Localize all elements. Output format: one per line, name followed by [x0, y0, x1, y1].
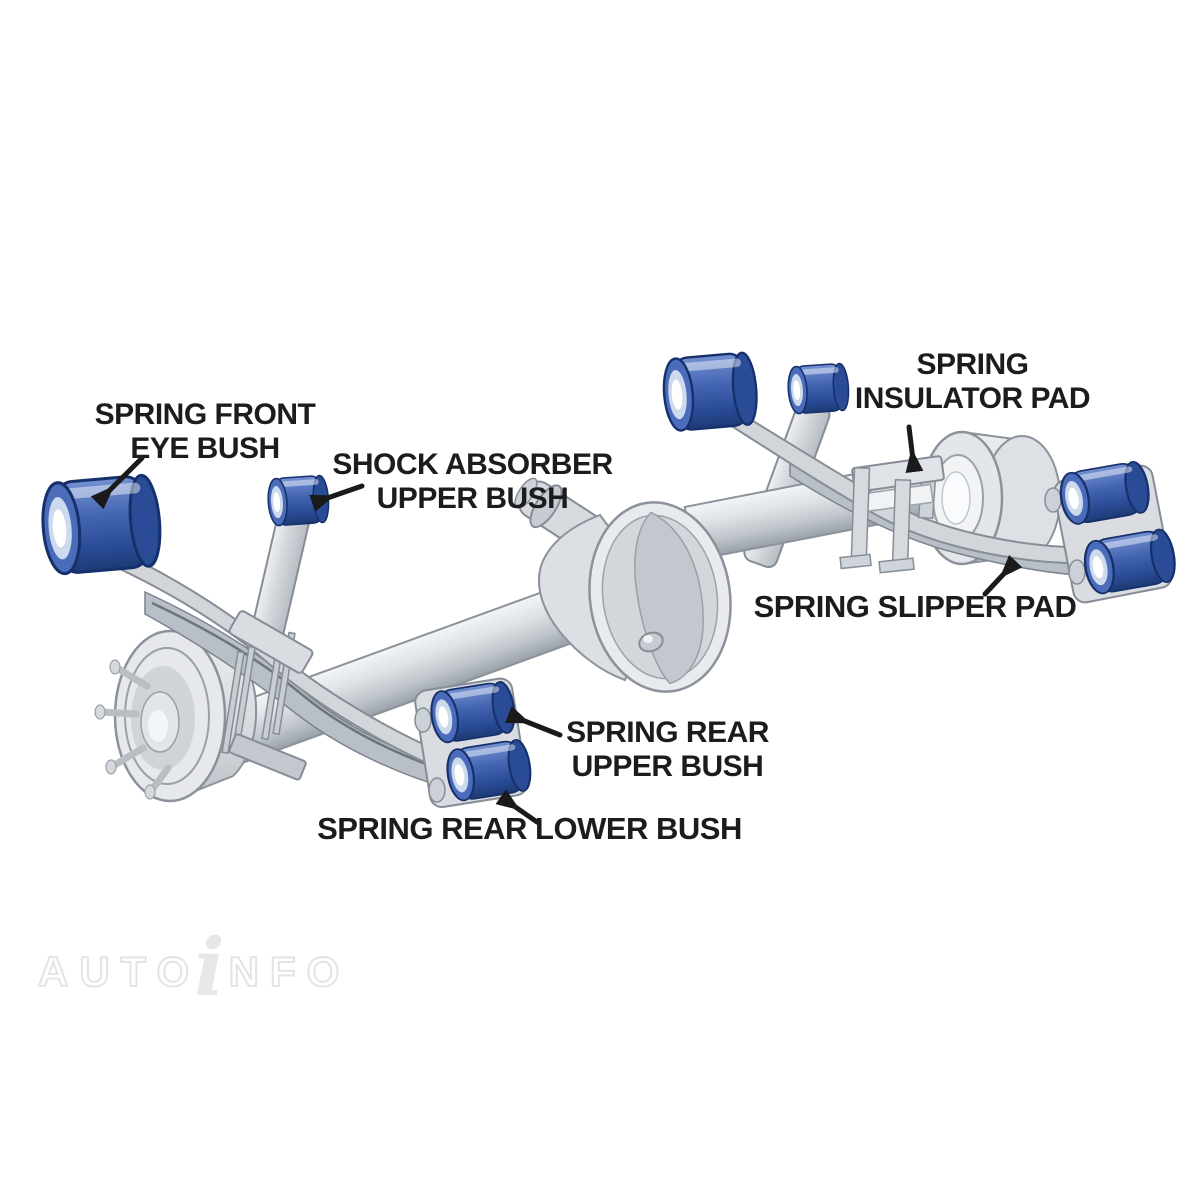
watermark-prefix: AUTO: [37, 947, 201, 996]
watermark-suffix: NFO: [228, 947, 351, 996]
label-spring-rear-lower-bush: SPRING REAR LOWER BUSH: [312, 812, 747, 846]
label-spring-insulator-pad: SPRING INSULATOR PAD: [840, 348, 1105, 416]
label-line: INSULATOR PAD: [854, 382, 1091, 415]
insulator-clamp-bracket: [839, 455, 945, 574]
label-shock-absorber-upper-bush: SHOCK ABSORBER UPPER BUSH: [325, 448, 620, 516]
label-line: SPRING REAR LOWER BUSH: [317, 811, 742, 846]
wheel-studs: [98, 664, 172, 794]
label-line: SHOCK ABSORBER: [332, 448, 613, 481]
differential-housing: [514, 477, 732, 693]
label-line: EYE BUSH: [130, 432, 280, 465]
label-line: SPRING SLIPPER PAD: [753, 589, 1077, 624]
spring-front-eye-bush-right-part: [661, 352, 759, 432]
autoinfo-watermark: AUTO i NFO: [37, 920, 351, 1014]
label-line: SPRING REAR: [566, 716, 769, 749]
u-bolt-clamp: [221, 610, 314, 781]
leader-arrows: [90, 424, 1023, 825]
label-spring-slipper-pad: SPRING SLIPPER PAD: [750, 590, 1080, 624]
label-line: SPRING: [916, 348, 1029, 381]
label-spring-rear-upper-bush: SPRING REAR UPPER BUSH: [555, 716, 780, 784]
label-spring-front-eye-bush: SPRING FRONT EYE BUSH: [80, 398, 330, 466]
spring-front-eye-bush-part: [39, 474, 163, 575]
label-line: UPPER BUSH: [571, 750, 764, 783]
label-line: UPPER BUSH: [376, 482, 569, 515]
label-line: SPRING FRONT: [94, 398, 316, 431]
